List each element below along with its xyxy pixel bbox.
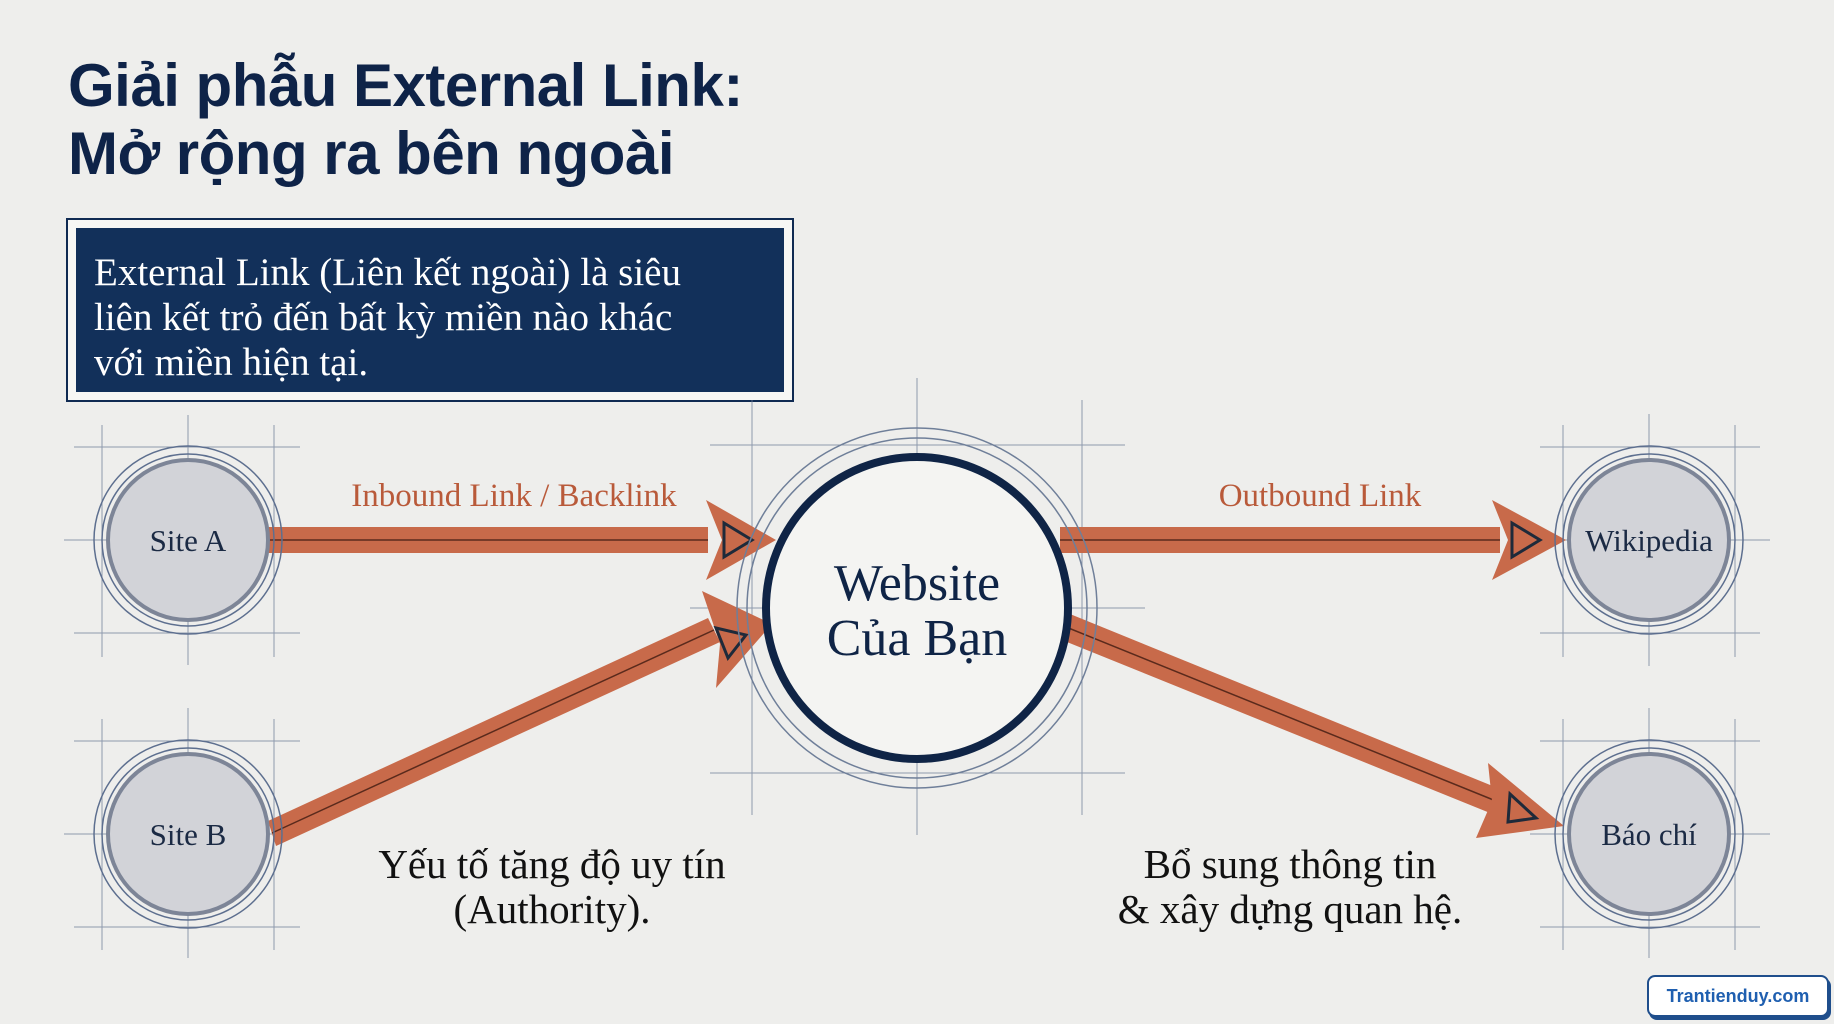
definition-panel: External Link (Liên kết ngoài) là siêu l… [76,228,784,392]
inbound-link-label: Inbound Link / Backlink [351,478,677,514]
page-title: Giải phẫu External Link: Mở rộng ra bên … [68,52,743,188]
outbound-caption: Bổ sung thông tin & xây dựng quan hệ. [1080,842,1500,932]
node-site-b: Site B [93,739,283,929]
outbound-arrow-press [1062,614,1564,838]
site-b-label: Site B [150,817,227,852]
definition-box: External Link (Liên kết ngoài) là siêu l… [66,218,794,402]
inbound-arrow-site-b [268,591,772,846]
inbound-caption-line-1: Yếu tố tăng độ uy tín [378,841,726,887]
inbound-caption-line-2: (Authority). [453,886,651,932]
outbound-arrow-wikipedia [1060,500,1566,580]
press-label: Báo chí [1601,817,1697,852]
center-label-line-2: Của Bạn [827,610,1008,667]
title-line-2: Mở rộng ra bên ngoài [68,120,674,187]
title-line-1: Giải phẫu External Link: [68,52,743,119]
inbound-caption: Yếu tố tăng độ uy tín (Authority). [352,842,752,932]
wikipedia-label: Wikipedia [1585,523,1713,558]
node-your-website: Website Của Bạn [736,427,1098,789]
outbound-caption-line-2: & xây dựng quan hệ. [1117,886,1463,932]
definition-line-1: External Link (Liên kết ngoài) là siêu [94,251,681,294]
inbound-arrow-site-a [268,500,776,580]
definition-line-3: với miền hiện tại. [94,341,369,384]
outbound-caption-line-1: Bổ sung thông tin [1143,841,1437,887]
node-site-a: Site A [93,445,283,635]
node-wikipedia: Wikipedia [1554,445,1744,635]
watermark-badge: Trantienduy.com [1647,975,1829,1017]
node-press: Báo chí [1554,739,1744,929]
definition-line-2: liên kết trỏ đến bất kỳ miền nào khác [94,296,673,339]
center-label-line-1: Website [834,555,1000,612]
site-a-label: Site A [150,523,227,558]
outbound-link-label: Outbound Link [1219,478,1422,514]
